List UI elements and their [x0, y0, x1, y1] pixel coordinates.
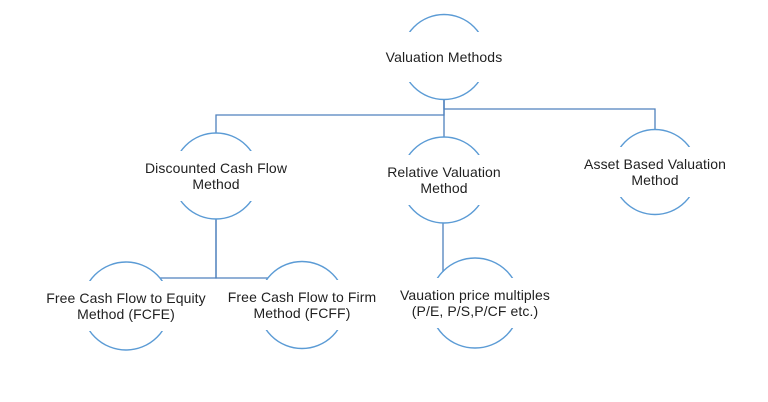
node-fcfe-label-line: Method (FCFE)	[77, 306, 175, 322]
node-fcff-label-line: Method (FCFF)	[253, 305, 351, 321]
node-valuation-methods: Valuation Methods	[354, 32, 534, 82]
node-fcff-label-line: Free Cash Flow to Firm	[227, 289, 377, 305]
node-relative-valuation-label-line: Method	[420, 180, 468, 196]
node-discounted-cash-flow-label-line: Discounted Cash Flow	[144, 160, 288, 176]
node-valuation-price-multiples: Vauation price multiples(P/E, P/S,P/CF e…	[389, 278, 561, 328]
node-asset-based-valuation-label-line: Method	[631, 172, 679, 188]
connector-discounted-cash-flow-to-fcff	[215, 219, 268, 279]
node-valuation-price-multiples-label-line: (P/E, P/S,P/CF etc.)	[411, 303, 539, 319]
node-discounted-cash-flow-label-line: Method	[192, 176, 240, 192]
node-relative-valuation-label-line: Relative Valuation	[387, 164, 501, 180]
node-asset-based-valuation-label-line: Asset Based Valuation	[584, 156, 726, 172]
node-fcfe-label-line: Free Cash Flow to Equity	[46, 290, 206, 306]
node-valuation-methods-label-line: Valuation Methods	[385, 49, 503, 65]
node-valuation-price-multiples-label-line: Vauation price multiples	[400, 287, 550, 303]
